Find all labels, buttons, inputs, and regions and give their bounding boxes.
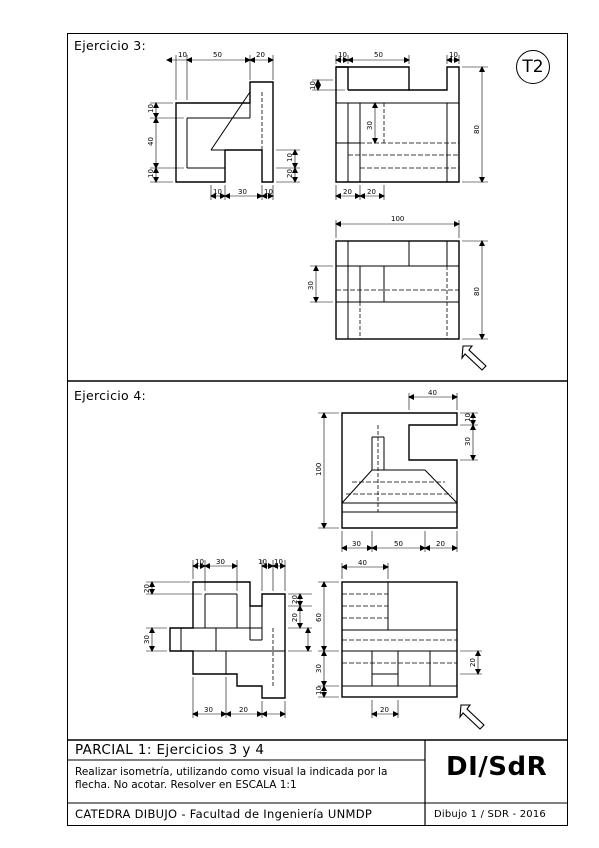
dim-label: 10	[258, 558, 267, 566]
dim-label: 20	[343, 188, 352, 196]
dim-label: 10	[464, 413, 472, 422]
ex4-left-view	[169, 581, 286, 699]
dim-label: 40	[358, 559, 367, 567]
dim-label: 20	[291, 595, 299, 604]
sheet-badge: T2	[516, 50, 550, 84]
ex3-side-dims	[312, 55, 488, 200]
ex4-side-view	[341, 581, 458, 698]
ex4-front-dim-labels: 40 10 30 100 30 50 20	[315, 389, 472, 548]
ex4-view-arrow-icon	[459, 704, 485, 730]
dim-label: 40	[147, 137, 155, 146]
dim-label: 10	[309, 81, 317, 90]
ex3-front-view	[175, 81, 274, 183]
dim-label: 30	[366, 121, 374, 130]
dim-label: 20	[380, 706, 389, 714]
dim-label: 20	[286, 169, 294, 178]
dim-label: 80	[473, 287, 481, 296]
dim-label: 10	[315, 686, 323, 695]
dim-label: 30	[143, 635, 151, 644]
dim-label: 10	[286, 153, 294, 162]
ex3-view-arrow-icon	[461, 345, 487, 371]
dim-label: 80	[473, 125, 481, 134]
dim-label: 50	[394, 540, 403, 548]
titleblock-instructions: Realizar isometría, utilizando como visu…	[75, 766, 388, 791]
dim-label: 20	[291, 613, 299, 622]
ex4-front-view	[341, 412, 458, 529]
dim-label: 20	[436, 540, 445, 548]
titleblock-department: CATEDRA DIBUJO - Facultad de Ingeniería …	[75, 807, 373, 821]
dim-label: 30	[238, 188, 247, 196]
dim-label: 30	[464, 437, 472, 446]
dim-label: 10	[449, 51, 458, 59]
dept-logo: DI/SdR	[446, 752, 548, 782]
ex3-front-dim-labels: 10 50 20 10 40 10 10 20 10 30 10	[147, 51, 294, 196]
ex3-side-dim-labels: 10 50 10 10 30 80 20 20	[309, 51, 481, 196]
dim-label: 10	[147, 104, 155, 113]
dim-label: 40	[428, 389, 437, 397]
titleblock-title: PARCIAL 1: Ejercicios 3 y 4	[75, 742, 265, 758]
dim-label: 10	[195, 558, 204, 566]
drawing-number: Dibujo 1 / SDR - 2016	[434, 809, 546, 820]
dim-label: 50	[374, 51, 383, 59]
dim-label: 100	[315, 463, 323, 476]
ex3-top-dim-labels: 100 30 80	[307, 215, 481, 296]
dim-label: 30	[352, 540, 361, 548]
dim-label: 20	[469, 658, 477, 667]
dim-label: 10	[264, 188, 273, 196]
ex3-side-view	[335, 66, 460, 183]
dim-label: 30	[307, 281, 315, 290]
dim-label: 10	[178, 51, 187, 59]
dim-label: 20	[367, 188, 376, 196]
dim-label: 10	[274, 558, 283, 566]
ex4-front-dims	[318, 393, 478, 552]
ex4-side-dim-labels: 40 60 20 30 10 20	[315, 559, 477, 714]
dim-label: 10	[338, 51, 347, 59]
drawing-sheet	[67, 33, 568, 826]
dim-label: 30	[315, 664, 323, 673]
dim-label: 20	[239, 706, 248, 714]
dim-label: 20	[143, 584, 151, 593]
dim-label: 20	[256, 51, 265, 59]
ex4-side-dims	[318, 563, 482, 718]
dim-label: 10	[147, 169, 155, 178]
ex3-top-dims	[310, 220, 488, 340]
ex4-left-dims	[146, 560, 312, 718]
exercise-4-title: Ejercicio 4:	[74, 388, 147, 403]
dim-label: 30	[216, 558, 225, 566]
ex4-left-dim-labels: 10 30 20 10 10 20 20 30 30 20	[143, 558, 299, 714]
dim-label: 10	[213, 188, 222, 196]
ex3-front-dims	[150, 55, 300, 200]
dim-label: 100	[391, 215, 404, 223]
exercise-3-title: Ejercicio 3:	[74, 38, 147, 53]
dim-label: 60	[315, 613, 323, 622]
dim-label: 50	[213, 51, 222, 59]
ex3-top-view	[335, 240, 460, 340]
dim-label: 30	[204, 706, 213, 714]
